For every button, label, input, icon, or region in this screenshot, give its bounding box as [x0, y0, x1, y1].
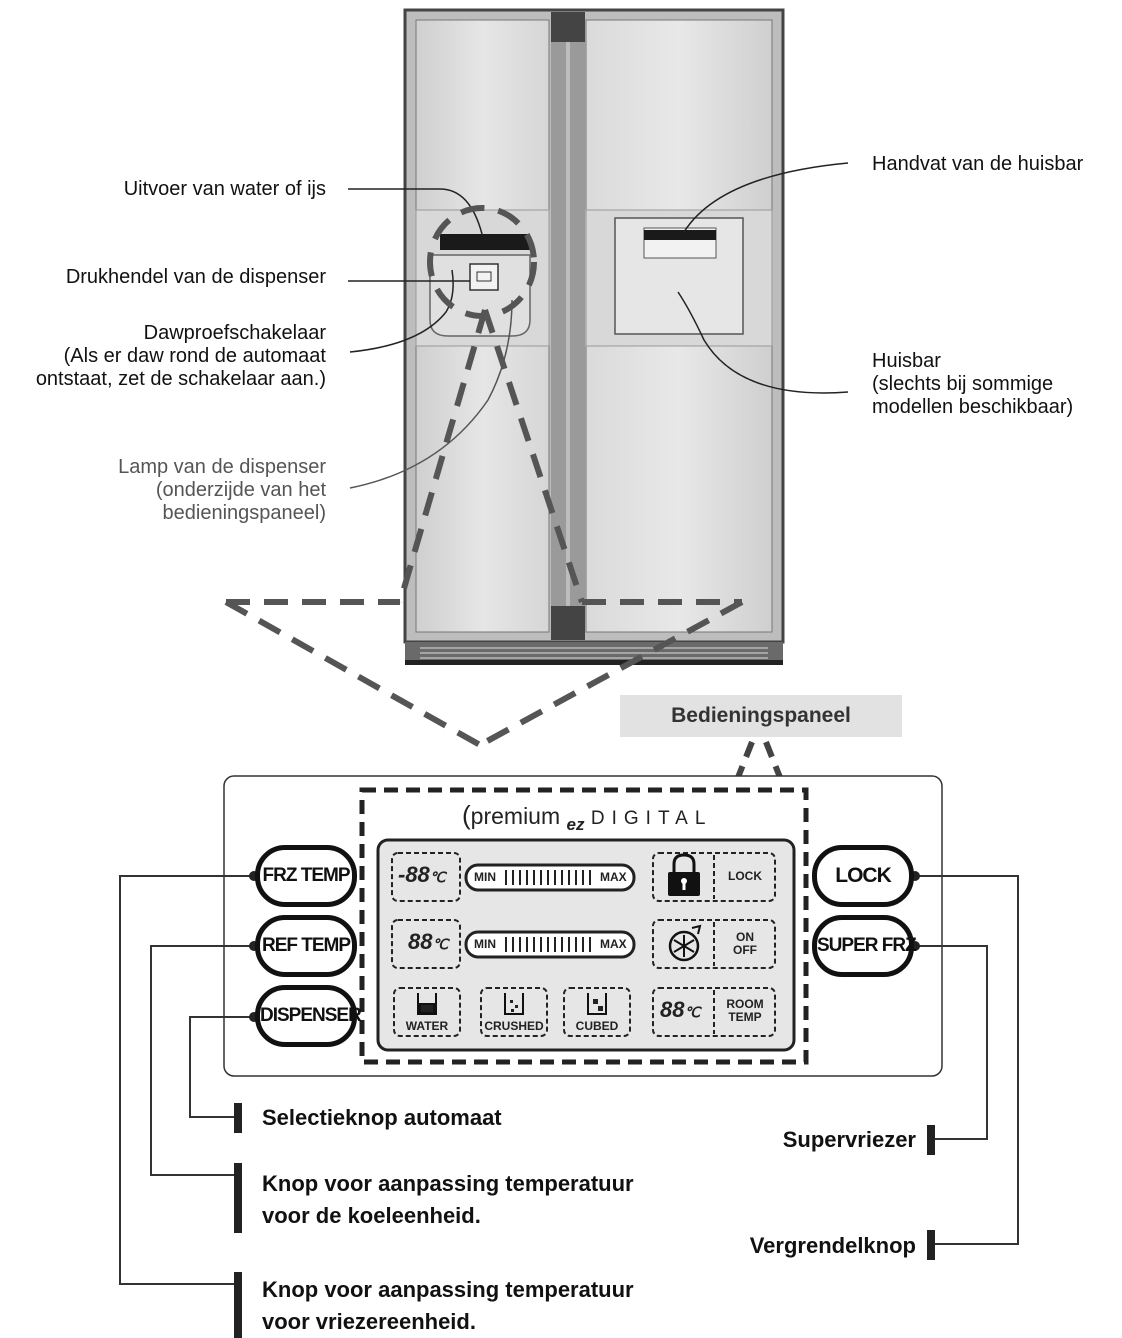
- lock-indicator: [652, 852, 776, 902]
- dew-switch-line3: ontstaat, zet de schakelaar aan.): [35, 368, 326, 390]
- frz-temp-bar: [464, 863, 636, 892]
- water-label: WATER: [405, 1019, 449, 1033]
- off-text: OFF: [733, 943, 757, 957]
- room-temp-label: ROOM TEMP: [716, 998, 774, 1024]
- ref-min-label: MIN: [474, 937, 496, 951]
- frz-min-label: MIN: [474, 870, 496, 884]
- marker-super-freezer: [927, 1125, 935, 1155]
- brand-premium: premium: [470, 803, 561, 829]
- label-homebar: Huisbar (slechts bij sommige modellen be…: [872, 350, 1073, 419]
- on-off-label: ON OFF: [716, 931, 774, 957]
- temp-text: TEMP: [728, 1010, 762, 1024]
- ref-max-label: MAX: [600, 937, 627, 951]
- marker-dispenser-select: [234, 1103, 242, 1133]
- ref-temp-bar: [464, 930, 636, 959]
- label-dispenser-lamp: Lamp van de dispenser (onderzijde van he…: [118, 456, 326, 525]
- label-dew-switch: Dawproefschakelaar (Als er daw rond de a…: [36, 322, 326, 391]
- display-frame: [359, 787, 809, 1065]
- callout-lines: [348, 162, 849, 489]
- zoom-indicator: [224, 205, 744, 748]
- room-digits: 88: [660, 997, 685, 1022]
- frz-adjust-line1: Knop voor aanpassing temperatuur: [262, 1277, 634, 1302]
- dispenser-lamp-line1: Lamp van de dispenser: [118, 456, 326, 478]
- crushed-label: CRUSHED: [484, 1019, 544, 1033]
- dew-switch-line1: Dawproefschakelaar: [143, 322, 326, 344]
- marker-lock-button: [927, 1230, 935, 1260]
- dispenser-control-strip: [440, 234, 530, 250]
- dispenser-lamp-line2: (onderzijde van het: [155, 479, 326, 501]
- label-lock-button: Vergrendelknop: [749, 1233, 916, 1258]
- ref-adjust-line2: voor de koeleenheid.: [262, 1203, 481, 1228]
- brand-logo: (premium ez DIGITAL: [462, 800, 713, 834]
- frz-temp-segment: [391, 852, 461, 902]
- frz-max-label: MAX: [600, 870, 627, 884]
- super-frz-indicator: [652, 919, 776, 969]
- left-door-handle: [551, 12, 566, 640]
- frz-adjust-line2: voor vriezereenheid.: [262, 1309, 476, 1334]
- dispenser-lever: [469, 263, 499, 291]
- label-water-ice-outlet: Uitvoer van water of ijs: [123, 178, 326, 200]
- label-dispenser-lever: Drukhendel van de dispenser: [65, 266, 326, 288]
- marker-ref-adjust: [234, 1163, 242, 1233]
- super-frz-button[interactable]: SUPER FRZ: [812, 915, 917, 977]
- cubed-indicator: [563, 987, 631, 1037]
- water-indicator: [393, 987, 461, 1037]
- crushed-cup-icon: [504, 993, 524, 1015]
- panel-pointer: [730, 740, 788, 792]
- button-leader-lines: [119, 875, 1019, 1285]
- snowflake-icon: [668, 924, 702, 962]
- lock-icon: [668, 853, 700, 896]
- label-dispenser-select: Selectieknop automaat: [262, 1105, 502, 1130]
- dispenser-button[interactable]: DISPENSER: [255, 985, 362, 1047]
- homebar-handle: [644, 230, 716, 240]
- refrigerator: [403, 8, 785, 665]
- frz-temp-readout: -88℃: [398, 862, 446, 888]
- homebar-line1: Huisbar: [872, 350, 941, 372]
- ref-unit: ℃: [432, 936, 449, 952]
- crushed-indicator: [480, 987, 548, 1037]
- frz-unit: ℃: [429, 869, 446, 885]
- room-unit: ℃: [684, 1004, 701, 1020]
- brand-ez: ez: [566, 815, 585, 834]
- brand-digital: DIGITAL: [590, 808, 713, 829]
- on-text: ON: [736, 930, 754, 944]
- label-homebar-handle: Handvat van de huisbar: [872, 153, 1084, 175]
- dispenser-lamp-line3: bedieningspaneel): [162, 502, 326, 524]
- room-text: ROOM: [726, 997, 764, 1011]
- ref-temp-segment: [391, 919, 461, 969]
- marker-frz-adjust: [234, 1272, 242, 1338]
- frz-digits: -88: [398, 862, 430, 887]
- homebar-line3: modellen beschikbaar): [872, 396, 1074, 418]
- lock-indicator-label: LOCK: [728, 869, 762, 883]
- panel-title: Bedieningspaneel: [620, 695, 902, 737]
- cubed-cup-icon: [587, 993, 607, 1015]
- room-temp-indicator: [652, 987, 776, 1037]
- right-door-handle: [570, 12, 585, 640]
- ref-adjust-line1: Knop voor aanpassing temperatuur: [262, 1171, 634, 1196]
- cubed-label: CUBED: [575, 1019, 619, 1033]
- homebar-line2: (slechts bij sommige: [872, 373, 1054, 395]
- dew-switch-line2: (Als er daw rond de automaat: [63, 345, 326, 367]
- label-frz-adjust: Knop voor aanpassing temperatuur voor vr…: [262, 1274, 634, 1338]
- lock-button[interactable]: LOCK: [812, 845, 914, 907]
- label-super-freezer: Supervriezer: [782, 1127, 916, 1152]
- frz-temp-button[interactable]: FRZ TEMP: [255, 845, 357, 907]
- label-ref-adjust: Knop voor aanpassing temperatuur voor de…: [262, 1168, 634, 1232]
- room-temp-readout: 88℃: [660, 997, 700, 1023]
- ref-digits: 88: [408, 929, 433, 954]
- ref-temp-button[interactable]: REF TEMP: [255, 915, 357, 977]
- ref-temp-readout: 88℃: [408, 929, 448, 955]
